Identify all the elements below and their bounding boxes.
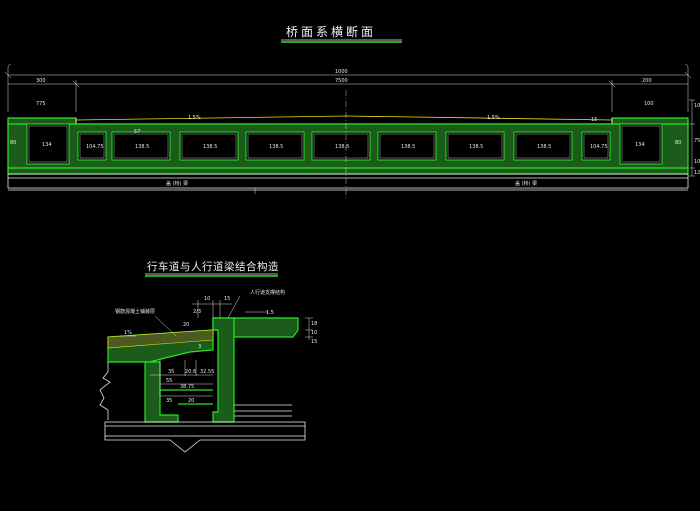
- box-cell-label: 134: [42, 142, 52, 148]
- box-cell-inner: [379, 133, 435, 159]
- box-cell-label: 138.5: [469, 144, 483, 150]
- box-cell: [111, 131, 171, 161]
- box-cell-inner: [583, 133, 609, 159]
- small-num-label-2: 15: [591, 117, 597, 123]
- box-cell: [77, 131, 107, 161]
- box-cell: [581, 131, 611, 161]
- right-height-label: 80: [675, 140, 681, 146]
- box-cell-inner: [621, 125, 661, 163]
- cap-label-left: 盖 (桥) 梁: [166, 180, 188, 187]
- detail-web-d: 55: [166, 378, 172, 384]
- box-cell-inner: [28, 125, 68, 163]
- box-cell-inner: [447, 133, 503, 159]
- right-walkway-dim: 200: [642, 78, 652, 84]
- box-cell-inner: [181, 133, 237, 159]
- box-cell-inner: [313, 133, 369, 159]
- left-height-label: 80: [10, 140, 16, 146]
- detail-label-right: 人行道支撑结构: [250, 289, 285, 296]
- box-cell-label: 134: [635, 142, 645, 148]
- detail-base-dim: 38.75: [180, 384, 194, 390]
- box-cell-label: 138.5: [135, 144, 149, 150]
- top-dimension-lines: [4, 63, 692, 112]
- box-cell-label: 104.75: [86, 144, 104, 150]
- side-tick-1: 75: [694, 138, 700, 144]
- detail-slope-right: 1.5: [266, 310, 274, 316]
- detail-top-dim-b: 15: [224, 296, 230, 302]
- detail-web-e: 20.6: [185, 369, 196, 375]
- box-cell: [377, 131, 437, 161]
- box-cell-inner: [247, 133, 303, 159]
- detail-slope-left: 1%: [124, 330, 132, 336]
- detail-right-dim-0: 18: [311, 321, 317, 327]
- box-cell-inner: [113, 133, 169, 159]
- small-num-label: 57: [134, 129, 140, 135]
- box-cell: [179, 131, 239, 161]
- detail-dim-20: 20: [183, 322, 189, 328]
- detail-small-a: 2/3: [193, 309, 201, 315]
- right-side-dims: [689, 99, 695, 177]
- box-cell-label: 138.5: [335, 144, 349, 150]
- detail-web-a: 35: [168, 369, 174, 375]
- carriageway-width-label: 7500: [335, 78, 348, 84]
- detail-label-left: 钢筋混凝土铺装层: [115, 308, 155, 315]
- detail-drawing: [99, 295, 313, 453]
- box-cell: [513, 131, 573, 161]
- box-cell-label: 138.5: [401, 144, 415, 150]
- side-tick-0: 10: [694, 103, 700, 109]
- detail-web-b: 20: [188, 398, 194, 404]
- left-walkway-dim: 300: [36, 78, 46, 84]
- box-cell: [26, 123, 70, 165]
- detail-dim-3: 3: [198, 344, 201, 350]
- main-title: 桥面系横断面: [286, 24, 376, 39]
- box-cell: [311, 131, 371, 161]
- detail-title: 行车道与人行道梁结合构造: [147, 260, 279, 273]
- box-cell: [245, 131, 305, 161]
- box-cell-label: 104.75: [590, 144, 608, 150]
- box-cell-label: 138.5: [269, 144, 283, 150]
- slope-right-label: 1.5%: [487, 115, 500, 121]
- slope-left-label: 1.5%: [188, 115, 201, 121]
- box-cell: [445, 131, 505, 161]
- detail-top-dim-a: 10: [204, 296, 210, 302]
- cap-beam: [7, 173, 689, 194]
- box-cells: 134 104.75 138.5 138.5 138.5 138.5 138.5 138.5 1…: [26, 123, 663, 165]
- detail-web-c: 32.55: [200, 369, 214, 375]
- detail-right-dim-1: 10: [311, 330, 317, 336]
- detail-right-dim-2: 15: [311, 339, 317, 345]
- total-width-label: 1000: [335, 69, 348, 75]
- box-cell-inner: [79, 133, 105, 159]
- box-cell-label: 138.5: [537, 144, 551, 150]
- left-top-dim: 775: [36, 101, 46, 107]
- right-top-dim: 100: [644, 101, 654, 107]
- box-cell-label: 138.5: [203, 144, 217, 150]
- side-tick-3: 12: [694, 170, 700, 176]
- box-cell: [619, 123, 663, 165]
- detail-base-dim2: 35: [166, 398, 172, 404]
- box-cell-inner: [515, 133, 571, 159]
- cap-label-right: 盖 (桥) 梁: [515, 180, 537, 187]
- side-tick-2: 10: [694, 159, 700, 165]
